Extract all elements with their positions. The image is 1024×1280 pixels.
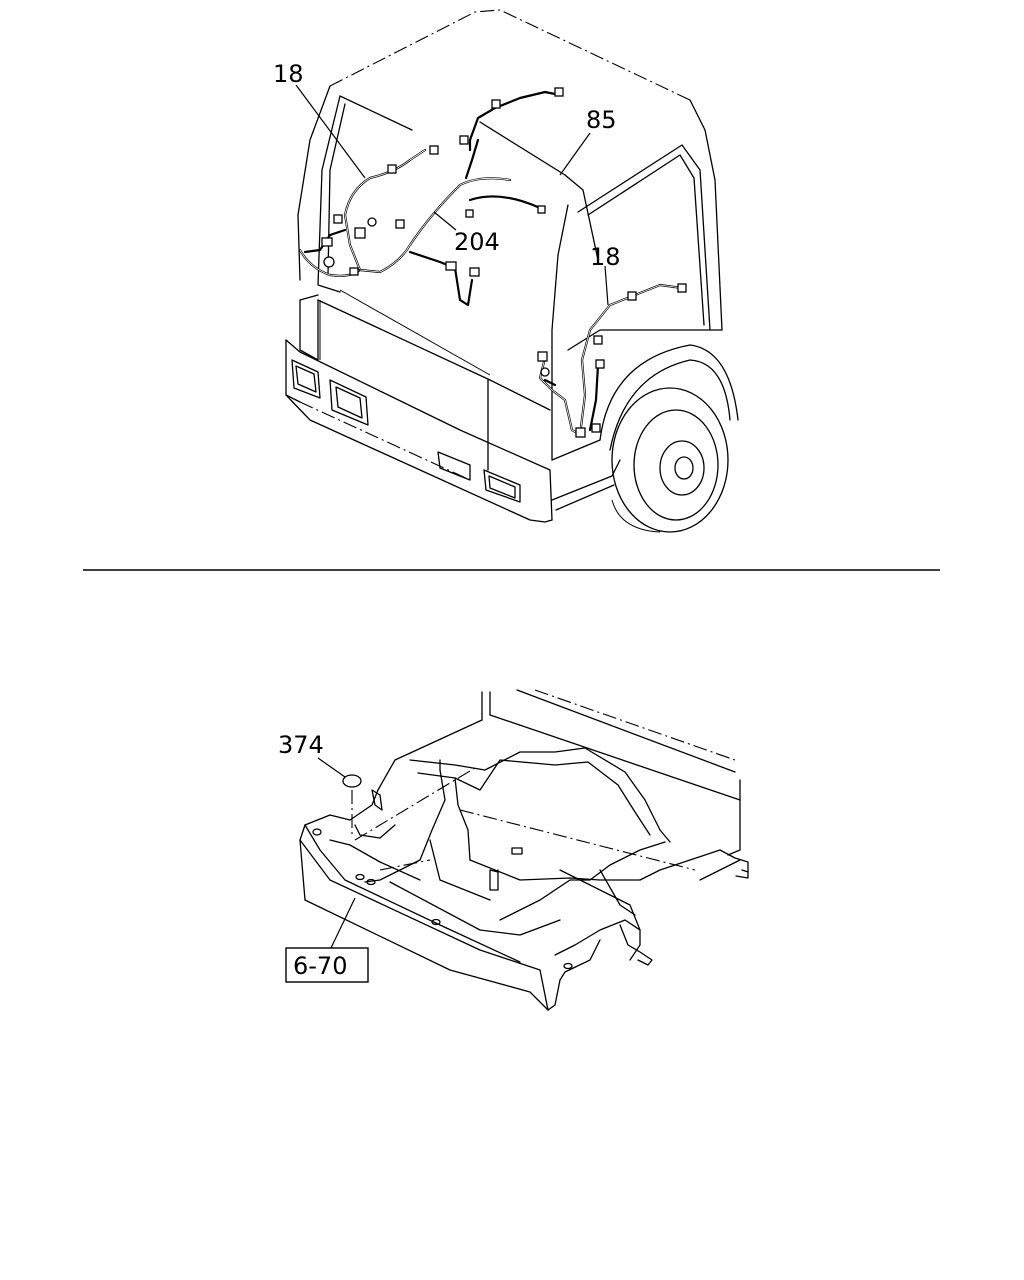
leader-204 (433, 211, 457, 231)
harness-right-18 (537, 283, 687, 438)
leader-6-70 (329, 897, 356, 951)
leader-374 (317, 757, 346, 778)
floor-illustration (299, 689, 749, 1011)
reference-box-6-70[interactable] (285, 947, 369, 983)
harness-left-18 (298, 87, 564, 307)
cab-illustration (285, 9, 739, 533)
leader-18-right (604, 265, 609, 306)
leader-85 (559, 132, 591, 176)
callout-374: 374 (278, 731, 324, 759)
callout-85: 85 (586, 106, 617, 134)
callout-18-right: 18 (590, 243, 621, 271)
callout-18-left: 18 (273, 60, 304, 88)
callout-204: 204 (454, 228, 500, 256)
callout-6-70[interactable]: 6-70 (293, 952, 347, 980)
leader-18-left (295, 84, 366, 179)
